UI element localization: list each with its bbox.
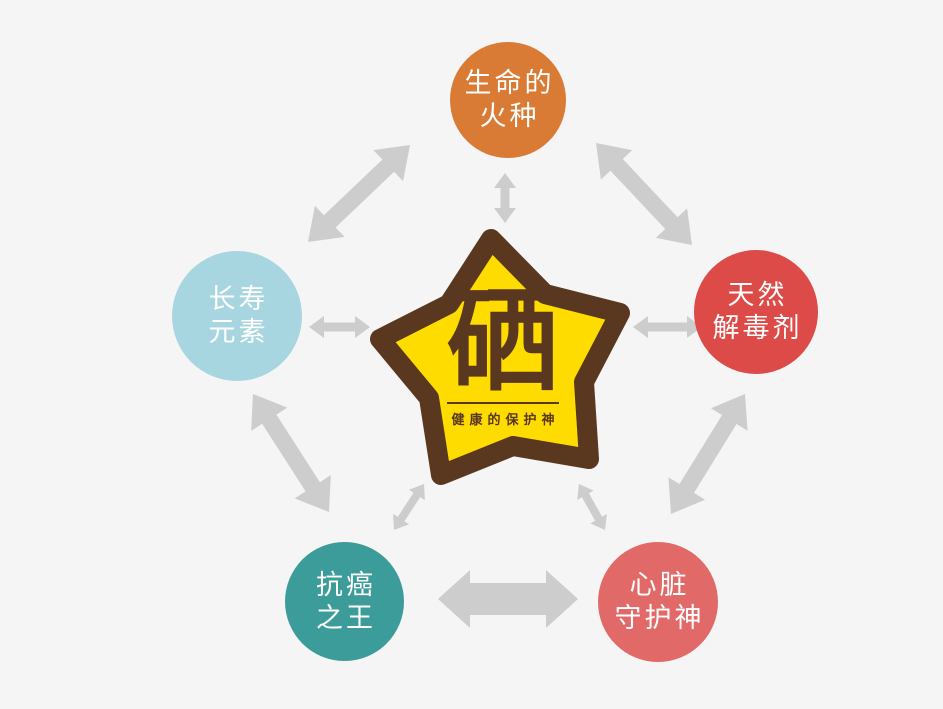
node-life-spark: 生命的 火种: [450, 42, 566, 158]
node-label-line1: 抗癌: [316, 569, 376, 600]
arrow-bottomleft-bottomright: [438, 570, 578, 628]
node-label-line2: 解毒剂: [712, 313, 803, 343]
node-label-line2: 之王: [316, 602, 376, 633]
star-center-label: 硒 健康的保护神: [353, 281, 653, 428]
node-label-line2: 守护神: [614, 603, 705, 633]
star-symbol-text: 硒: [447, 281, 559, 405]
node-longevity-element: 长寿 元素: [172, 251, 302, 381]
arrow-left-bottomleft: [251, 394, 331, 512]
node-anti-cancer-king: 抗癌 之王: [285, 542, 404, 661]
arrow-star-bottomright: [577, 484, 607, 530]
arrow-star-bottomleft: [393, 484, 425, 530]
arrow-star-top: [494, 173, 516, 223]
arrow-top-right: [596, 143, 692, 245]
arrow-right-bottomright: [668, 394, 748, 514]
arrow-star-left: [309, 316, 370, 338]
node-natural-antidote: 天然 解毒剂: [694, 250, 818, 374]
node-label-line1: 生命的: [464, 68, 555, 98]
node-label-line2: 元素: [208, 317, 269, 347]
node-label-line1: 长寿: [208, 284, 269, 314]
star-subtitle-text: 健康的保护神: [451, 412, 560, 428]
node-label-line2: 火种: [479, 101, 540, 131]
arrow-star-right: [633, 316, 702, 338]
node-heart-guardian: 心脏 守护神: [598, 542, 718, 662]
star-divider-line: [447, 402, 559, 405]
arrow-top-left: [308, 145, 410, 242]
star-shape: [370, 229, 630, 485]
node-label-line1: 天然: [727, 280, 788, 310]
node-label-line1: 心脏: [629, 570, 690, 600]
arrow-group: [251, 143, 748, 628]
